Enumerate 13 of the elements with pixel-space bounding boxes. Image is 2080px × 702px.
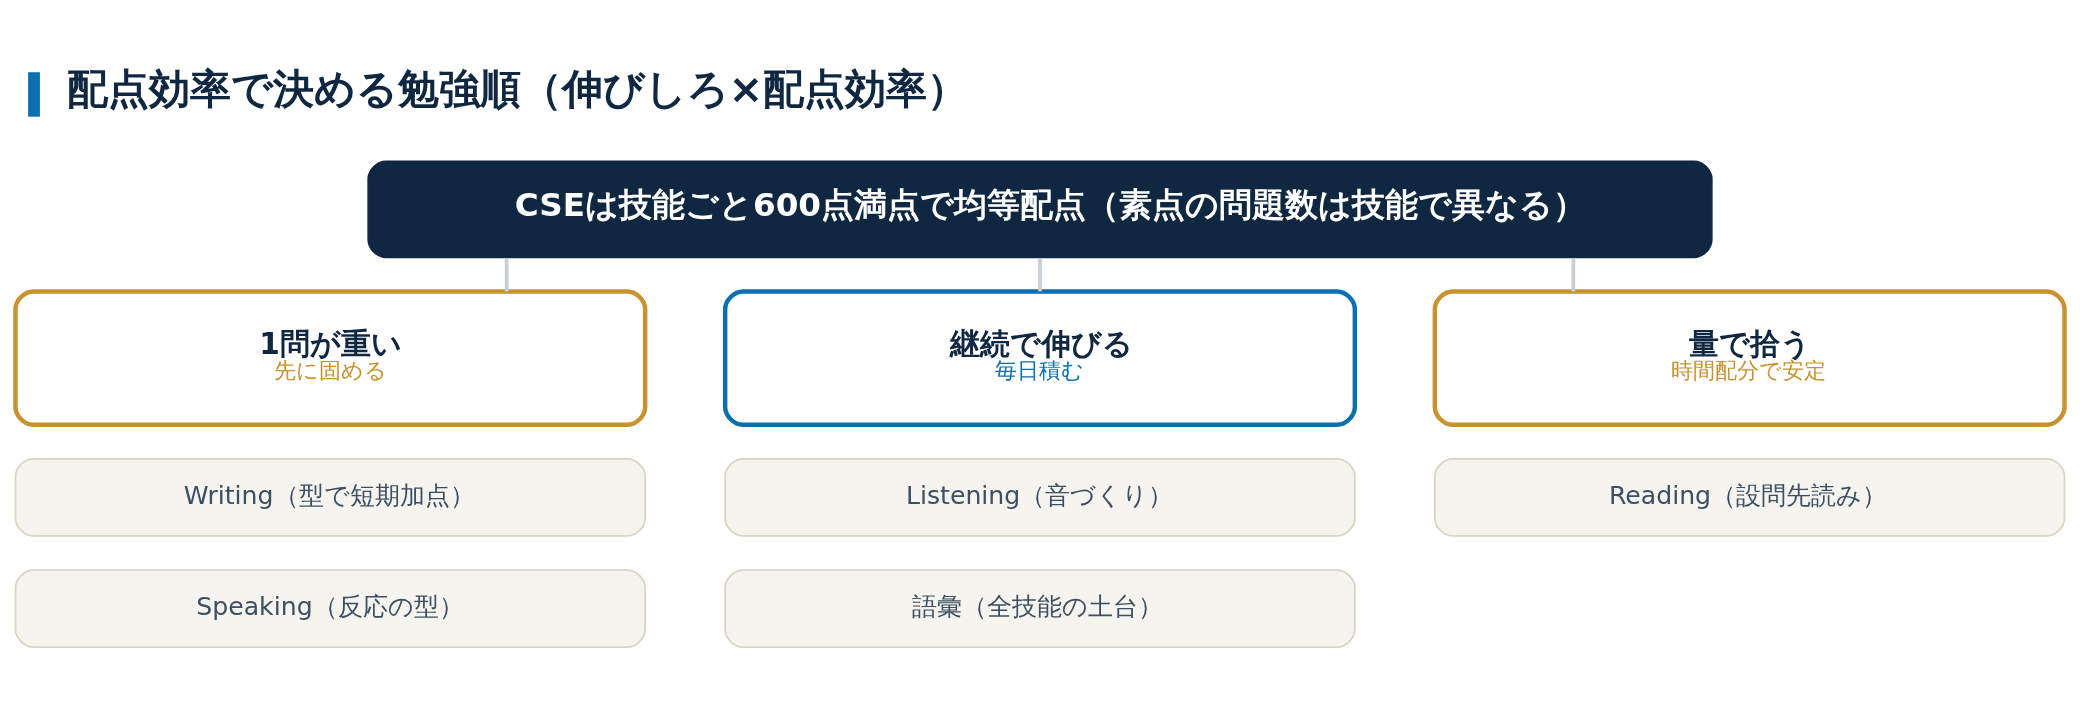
node-box: CSEは技能ごと600点満点で均等配点（素点の問題数は技能で異なる） bbox=[367, 159, 1713, 258]
node-box: 1問が重い 先に固める bbox=[13, 288, 648, 427]
node-box: 語彙（全技能の土台） bbox=[724, 568, 1356, 648]
node-box: Listening（音づくり） bbox=[724, 457, 1356, 537]
node-box: Speaking（反応の型） bbox=[14, 568, 647, 648]
node-box: Reading（設問先読み） bbox=[1433, 457, 2066, 537]
connector bbox=[504, 257, 509, 291]
node-box: 量で拾う 時間配分で安定 bbox=[1432, 288, 2067, 427]
node-box: 継続で伸びる 毎日積む bbox=[722, 288, 1358, 427]
node-box: Writing（型で短期加点） bbox=[14, 457, 647, 537]
connector bbox=[1571, 257, 1576, 291]
connector bbox=[1038, 257, 1042, 291]
diagram-title: 配点効率で決める勉強順（伸びしろ×配点効率） bbox=[66, 63, 969, 113]
